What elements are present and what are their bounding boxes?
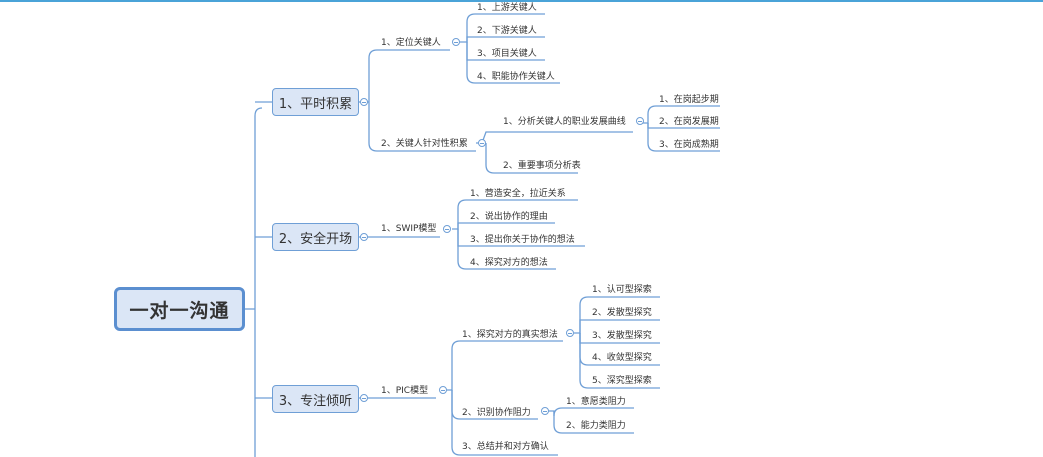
subtopic-locate-key-people[interactable]: 1、定位关键人: [381, 38, 441, 48]
leaf-topic[interactable]: 1、在岗起步期: [659, 95, 719, 105]
collapse-toggle-icon[interactable]: [636, 117, 644, 125]
collapse-toggle-icon[interactable]: [360, 233, 368, 241]
subtopic-swip-model[interactable]: 1、SWIP模型: [381, 224, 437, 234]
subtopic-explore-real-thoughts[interactable]: 1、探究对方的真实想法: [462, 330, 558, 340]
subtopic-pic-model[interactable]: 1、PIC模型: [381, 386, 429, 396]
collapse-toggle-icon[interactable]: [478, 139, 486, 147]
leaf-topic[interactable]: 3、在岗成熟期: [659, 140, 719, 150]
leaf-topic[interactable]: 2、重要事项分析表: [503, 161, 581, 171]
leaf-topic[interactable]: 2、说出协作的理由: [470, 212, 548, 222]
leaf-topic[interactable]: 5、深究型探索: [592, 376, 652, 386]
leaf-topic[interactable]: 2、在岗发展期: [659, 117, 719, 127]
topic-accumulation[interactable]: 1、平时积累: [272, 88, 359, 116]
collapse-toggle-icon[interactable]: [443, 225, 451, 233]
leaf-topic[interactable]: 3、提出你关于协作的想法: [470, 235, 575, 245]
leaf-topic[interactable]: 2、发散型探究: [592, 308, 652, 318]
leaf-topic[interactable]: 2、能力类阻力: [566, 421, 626, 431]
leaf-topic[interactable]: 1、认可型探索: [592, 285, 652, 295]
collapse-toggle-icon[interactable]: [360, 98, 368, 106]
subtopic-targeted-accumulation[interactable]: 2、关键人针对性积累: [381, 139, 468, 149]
collapse-toggle-icon[interactable]: [360, 394, 368, 402]
collapse-toggle-icon[interactable]: [541, 407, 549, 415]
collapse-toggle-icon[interactable]: [566, 329, 574, 337]
subtopic-career-curve[interactable]: 1、分析关键人的职业发展曲线: [503, 117, 626, 127]
leaf-topic[interactable]: 1、上游关键人: [477, 3, 537, 13]
leaf-topic[interactable]: 3、项目关键人: [477, 49, 537, 59]
collapse-toggle-icon[interactable]: [439, 386, 447, 394]
leaf-topic[interactable]: 4、收敛型探究: [592, 353, 652, 363]
leaf-topic[interactable]: 2、下游关键人: [477, 26, 537, 36]
collapse-toggle-icon[interactable]: [452, 38, 460, 46]
leaf-topic[interactable]: 1、营造安全，拉近关系: [470, 189, 566, 199]
leaf-topic[interactable]: 4、职能协作关键人: [477, 72, 555, 82]
central-topic[interactable]: 一对一沟通: [114, 287, 245, 331]
leaf-topic[interactable]: 3、总结并和对方确认: [462, 442, 549, 452]
subtopic-identify-resistance[interactable]: 2、识别协作阻力: [462, 408, 531, 418]
leaf-topic[interactable]: 3、发散型探究: [592, 331, 652, 341]
leaf-topic[interactable]: 1、意愿类阻力: [566, 397, 626, 407]
window-top-border: [0, 0, 1043, 2]
leaf-topic[interactable]: 4、探究对方的想法: [470, 258, 548, 268]
topic-safe-opening[interactable]: 2、安全开场: [272, 223, 359, 251]
topic-focused-listening[interactable]: 3、专注倾听: [272, 385, 359, 413]
